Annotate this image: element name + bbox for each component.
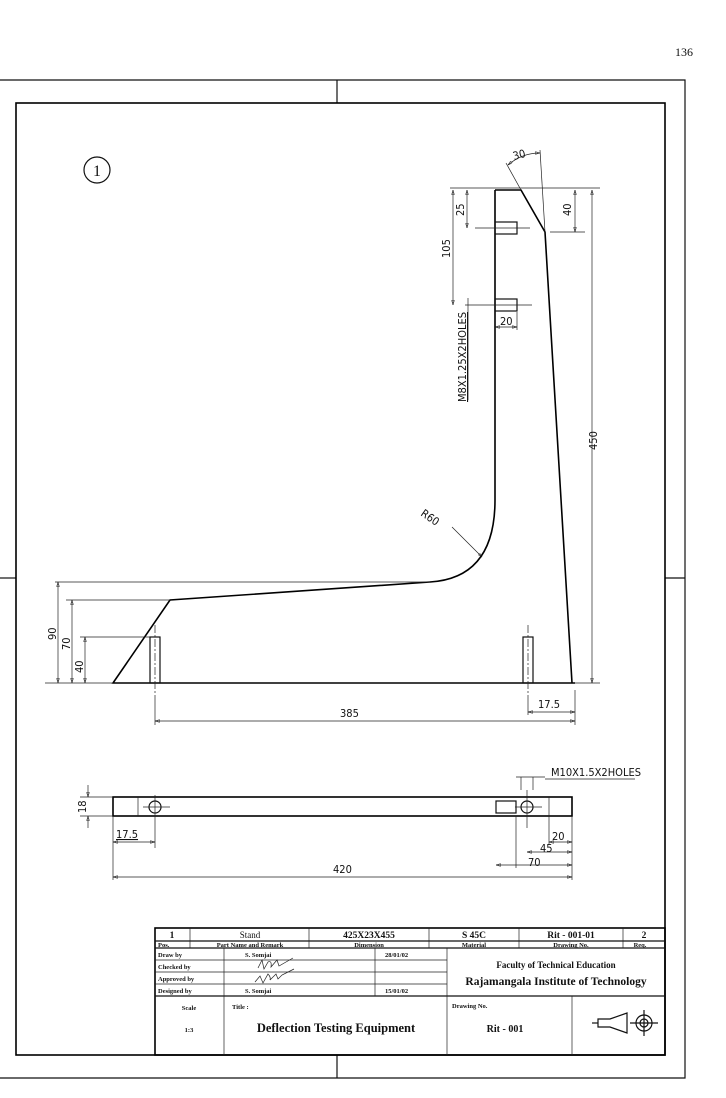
dim-angle: 30 bbox=[511, 147, 527, 163]
dim-70: 70 bbox=[528, 856, 541, 869]
title-block-drawing-no-label: Drawing No. bbox=[452, 1003, 488, 1010]
title-block-drawn-by-label: Draw by bbox=[158, 952, 183, 959]
threaded-holes bbox=[465, 221, 532, 312]
hole-note-m10: M10X1.5X2HOLES bbox=[551, 766, 641, 779]
title-block-title-label: Title : bbox=[232, 1004, 249, 1011]
part-name: Stand bbox=[240, 930, 261, 940]
material-value: S 45C bbox=[462, 931, 486, 941]
title-block-designed-by: S. Somjai bbox=[245, 988, 272, 995]
title-block-designed-date: 15/01/02 bbox=[385, 988, 408, 995]
dim-offset: 17.5 bbox=[538, 698, 560, 711]
title-block-drawn-date: 28/01/02 bbox=[385, 952, 408, 959]
pins bbox=[149, 625, 534, 700]
scale-value: 1:3 bbox=[185, 1027, 194, 1034]
dimension-value: 425X23X455 bbox=[343, 931, 395, 941]
drawing-no-value: Rit - 001-01 bbox=[547, 931, 595, 941]
title-block-headers-req: Req. bbox=[634, 942, 647, 949]
dim-20: 20 bbox=[552, 830, 565, 843]
top-view: 18 17.5 420 20 45 70 M10X1.5X2HOLES bbox=[76, 766, 641, 880]
dim-length: 385 bbox=[340, 707, 359, 720]
title-block-headers-dimension: Dimension bbox=[354, 942, 384, 949]
title-block-drawn-by: S. Somjai bbox=[245, 952, 272, 959]
title-block-headers-pos: Pos. bbox=[158, 942, 170, 949]
dim-base-40: 40 bbox=[73, 660, 86, 673]
faculty: Faculty of Technical Education bbox=[496, 960, 615, 970]
dim-radius: R60 bbox=[418, 507, 441, 529]
title-block: 1 Stand 425X23X455 S 45C Rit - 001-01 2 … bbox=[154, 927, 666, 1056]
title-block-headers-name: Part Name and Remark bbox=[217, 942, 284, 949]
dim-hole2: 105 bbox=[440, 239, 453, 258]
signatures bbox=[254, 957, 295, 984]
dim-hole-depth: 20 bbox=[500, 315, 513, 328]
title-block-designed-by-label: Designed by bbox=[158, 988, 193, 995]
hole-note-m8: M8X1.25X2HOLES bbox=[456, 312, 469, 402]
side-view: 30 40 25 105 20 M8X1.25X2HOLES 450 R60 9… bbox=[45, 147, 600, 725]
title-block-headers-drawing-no: Drawing No. bbox=[553, 942, 589, 949]
projection-symbol-icon bbox=[592, 1010, 658, 1036]
title-block-checked-by-label: Checked by bbox=[158, 964, 191, 971]
view-marker: 1 bbox=[93, 163, 101, 180]
dim-top-length: 420 bbox=[333, 863, 352, 876]
page-number: 136 bbox=[675, 45, 693, 59]
institute: Rajamangala Institute of Technology bbox=[465, 976, 646, 988]
req-value: 2 bbox=[642, 931, 647, 941]
dim-top-offset: 17.5 bbox=[116, 828, 138, 841]
dim-thickness: 18 bbox=[76, 800, 89, 813]
title-block-scale-label: Scale bbox=[182, 1005, 197, 1012]
view-marker: 1 bbox=[83, 156, 111, 184]
dim-45: 45 bbox=[540, 842, 553, 855]
title-block-headers-material: Material bbox=[462, 942, 486, 949]
dim-height: 450 bbox=[587, 431, 600, 450]
title-block-approved-by-label: Approved by bbox=[158, 976, 195, 983]
pos-value: 1 bbox=[170, 931, 175, 941]
dim-hole1: 25 bbox=[454, 203, 467, 216]
dim-base-70: 70 bbox=[60, 637, 73, 650]
dim-top-chamfer: 40 bbox=[561, 203, 574, 216]
part-outline bbox=[55, 189, 575, 684]
dim-base-90: 90 bbox=[46, 627, 59, 640]
drawing-title: Deflection Testing Equipment bbox=[257, 1021, 416, 1035]
drawing-number: Rit - 001 bbox=[487, 1024, 524, 1035]
